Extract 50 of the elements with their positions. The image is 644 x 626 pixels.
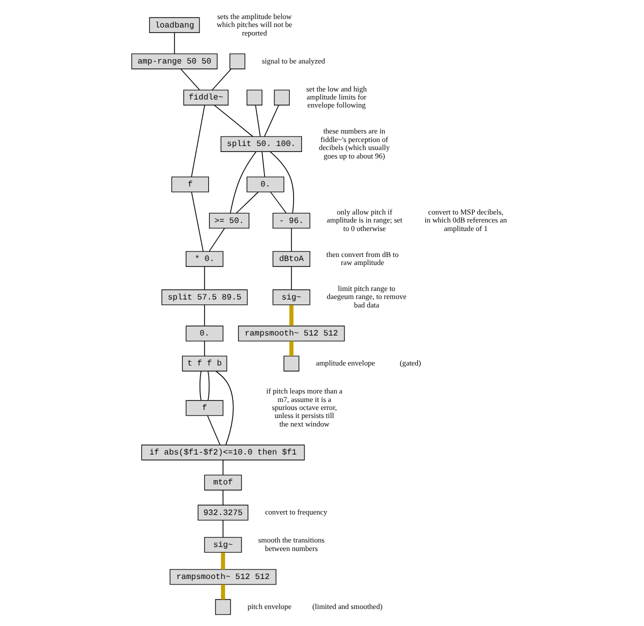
node-label: signal to be analyzed	[262, 56, 326, 66]
node-box	[215, 599, 231, 615]
connector	[214, 104, 254, 137]
connector	[207, 415, 220, 446]
label: set the low and high amplitude limits for envelope following	[306, 84, 367, 110]
connector	[262, 151, 266, 178]
connector	[290, 228, 292, 252]
node-label: pitch envelope	[247, 602, 292, 611]
node-box	[246, 90, 262, 106]
node-label: (limited and smoothed)	[312, 602, 383, 611]
label: convert to frequency	[265, 508, 328, 517]
connector	[208, 370, 210, 401]
connector	[215, 370, 234, 446]
connector	[191, 192, 204, 252]
connector	[204, 304, 205, 326]
connector	[255, 104, 261, 137]
label: limit pitch range to daegeum range, to remove bad data	[326, 284, 406, 310]
label: if pitch leaps more than a m7, assume it is a spurious octave error, unless it persists till the next window	[266, 386, 342, 428]
label: smooth the transitions between numbers	[258, 536, 325, 553]
node-label: amplitude envelope	[316, 358, 375, 368]
connector	[212, 68, 232, 90]
connector	[270, 151, 294, 214]
connector	[264, 104, 280, 137]
connector	[174, 32, 175, 54]
connector	[236, 192, 259, 214]
connector	[290, 266, 292, 290]
connector	[200, 370, 202, 401]
node-label: (gated)	[400, 358, 422, 368]
connector	[220, 584, 226, 600]
connector	[204, 266, 205, 290]
connector	[222, 490, 224, 506]
connector	[289, 305, 294, 326]
node-box	[284, 356, 300, 372]
connector	[208, 228, 225, 252]
connector	[289, 341, 294, 356]
connector	[222, 520, 224, 538]
connector	[204, 340, 205, 356]
label: these numbers are in fiddle~'s perception of decibels (which usually goes up to about 96)	[318, 126, 390, 160]
connector	[270, 192, 287, 214]
label: sets the amplitude below which pitches will not be reported	[216, 12, 292, 38]
connector	[191, 104, 206, 178]
label: convert to MSP decibels, in which 0dB references an amplitude of 1	[424, 207, 507, 233]
connector	[222, 460, 224, 476]
label: only allow pitch if amplitude is in range; set to 0 otherwise	[326, 207, 402, 233]
connector	[220, 552, 226, 570]
connector	[180, 68, 200, 90]
node-box	[274, 90, 290, 106]
node-box	[230, 54, 246, 70]
connector	[230, 151, 256, 214]
label: then convert from dB to raw amplitude	[326, 250, 399, 267]
